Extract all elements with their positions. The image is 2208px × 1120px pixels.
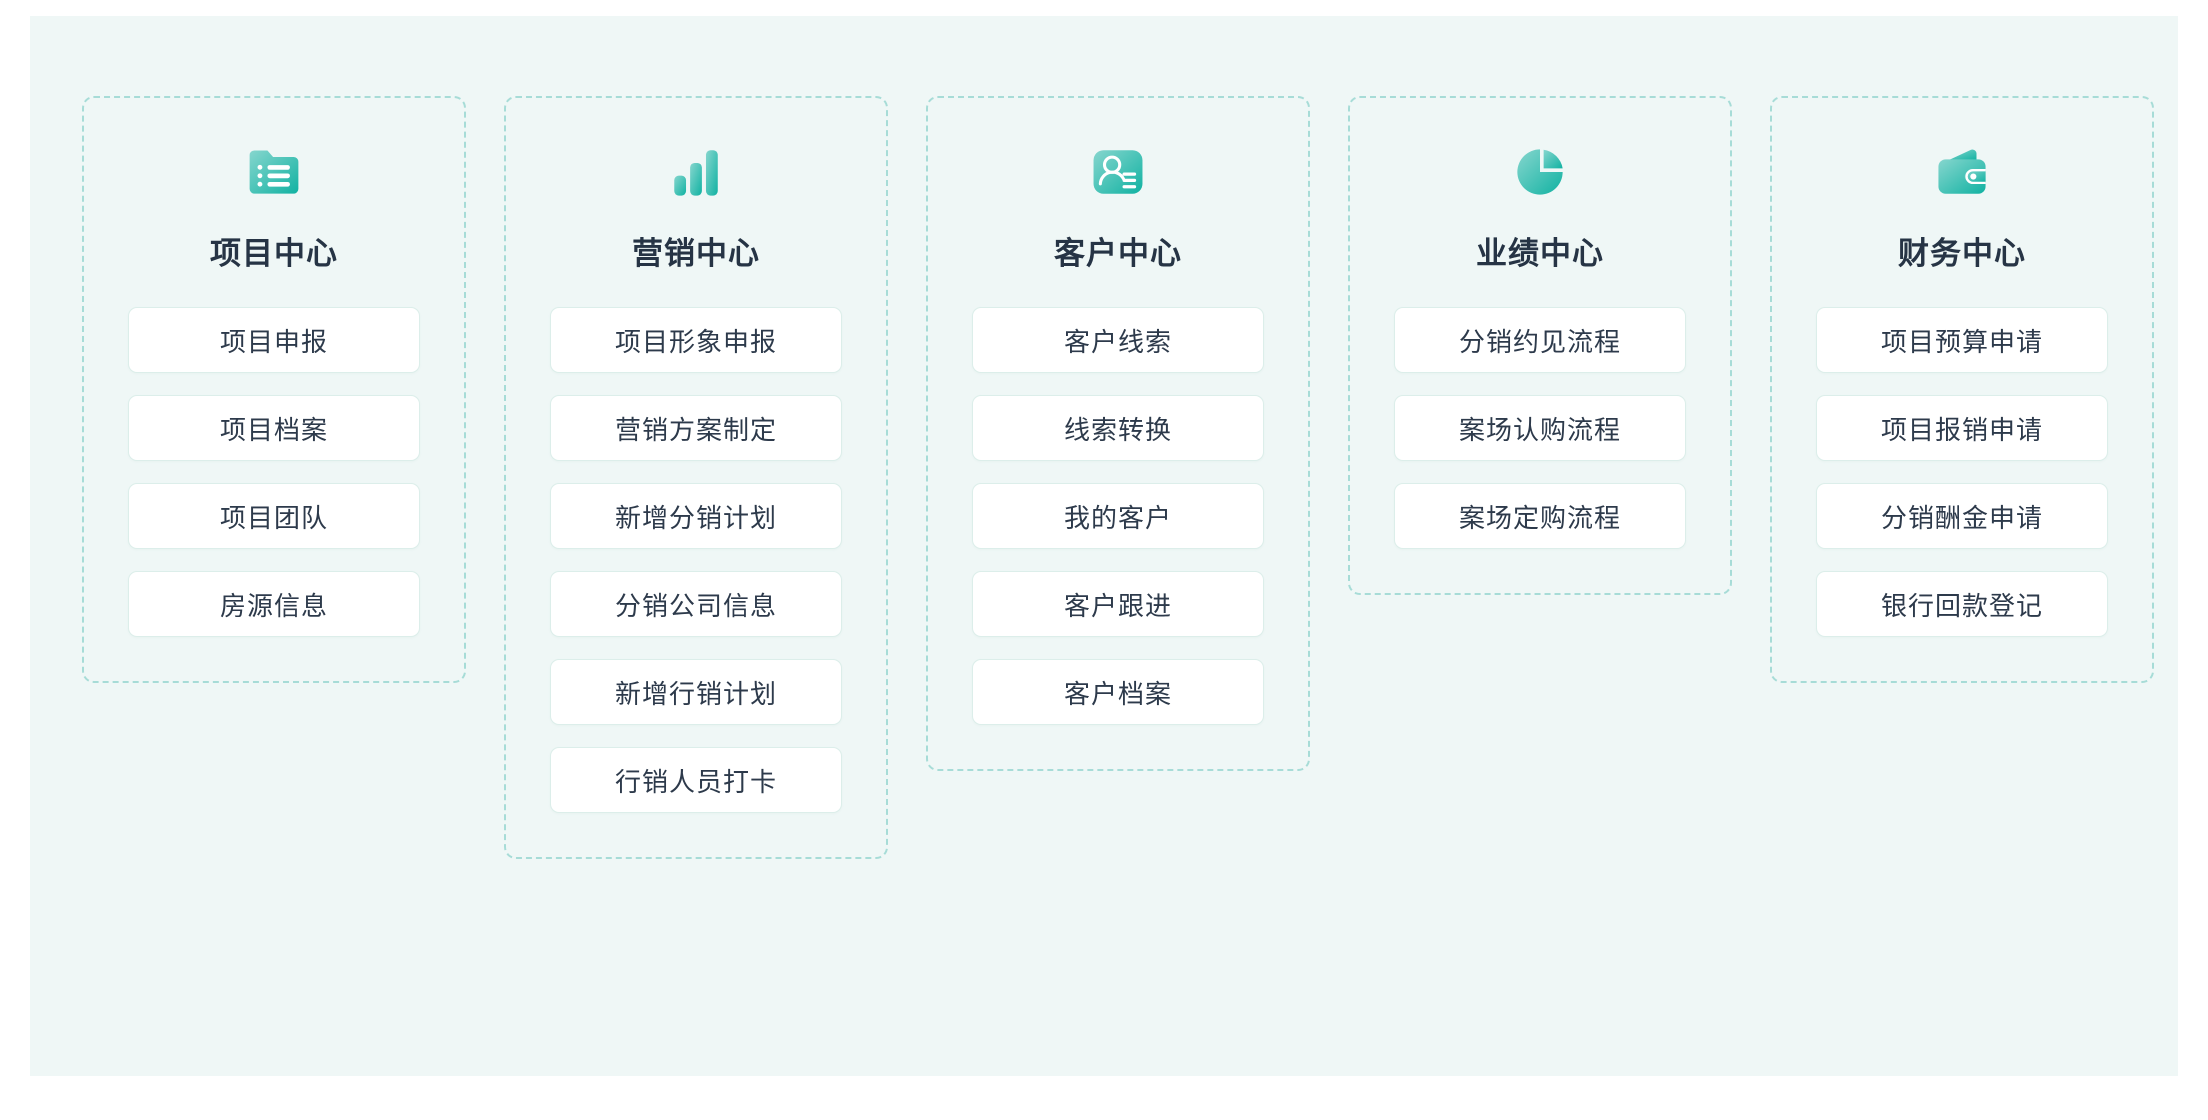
module-item-list: 项目形象申报营销方案制定新增分销计划分销公司信息新增行销计划行销人员打卡 <box>550 307 842 813</box>
module-item-card[interactable]: 项目形象申报 <box>550 307 842 373</box>
pie-chart-icon <box>1517 149 1563 195</box>
module-column-title: 财务中心 <box>1898 236 2026 271</box>
module-item-card[interactable]: 分销公司信息 <box>550 571 842 637</box>
module-item-card[interactable]: 客户档案 <box>972 659 1264 725</box>
module-item-card[interactable]: 银行回款登记 <box>1816 571 2108 637</box>
module-item-list: 客户线索线索转换我的客户客户跟进客户档案 <box>972 307 1264 725</box>
module-item-list: 项目预算申请项目报销申请分销酬金申请银行回款登记 <box>1816 307 2108 637</box>
module-column-4: 业绩中心分销约见流程案场认购流程案场定购流程 <box>1348 96 1732 595</box>
module-item-card[interactable]: 营销方案制定 <box>550 395 842 461</box>
module-item-card[interactable]: 线索转换 <box>972 395 1264 461</box>
wallet-icon <box>1938 149 1986 194</box>
module-column-2: 营销中心项目形象申报营销方案制定新增分销计划分销公司信息新增行销计划行销人员打卡 <box>504 96 888 859</box>
module-item-card[interactable]: 行销人员打卡 <box>550 747 842 813</box>
module-item-list: 项目申报项目档案项目团队房源信息 <box>128 307 420 637</box>
module-item-list: 分销约见流程案场认购流程案场定购流程 <box>1394 307 1686 549</box>
module-item-card[interactable]: 客户跟进 <box>972 571 1264 637</box>
module-item-card[interactable]: 房源信息 <box>128 571 420 637</box>
module-item-card[interactable]: 项目报销申请 <box>1816 395 2108 461</box>
module-column-title: 客户中心 <box>1054 236 1182 271</box>
module-item-card[interactable]: 我的客户 <box>972 483 1264 549</box>
module-column-1: 项目中心项目申报项目档案项目团队房源信息 <box>82 96 466 683</box>
module-item-card[interactable]: 新增行销计划 <box>550 659 842 725</box>
module-item-card[interactable]: 案场定购流程 <box>1394 483 1686 549</box>
bar-chart-icon <box>664 140 728 204</box>
module-column-title: 营销中心 <box>632 236 760 271</box>
module-item-card[interactable]: 项目预算申请 <box>1816 307 2108 373</box>
module-item-card[interactable]: 新增分销计划 <box>550 483 842 549</box>
module-map-panel: 项目中心项目申报项目档案项目团队房源信息 营销中心项目形象申报营销方案制定新增分… <box>30 16 2178 1076</box>
module-column-title: 项目中心 <box>210 236 338 271</box>
module-item-card[interactable]: 项目团队 <box>128 483 420 549</box>
module-item-card[interactable]: 客户线索 <box>972 307 1264 373</box>
project-folder-list-icon <box>249 150 299 194</box>
module-column-title: 业绩中心 <box>1476 236 1604 271</box>
bar-chart-icon <box>674 150 718 196</box>
project-folder-list-icon <box>242 140 306 204</box>
module-column-3: 客户中心客户线索线索转换我的客户客户跟进客户档案 <box>926 96 1310 771</box>
module-columns: 项目中心项目申报项目档案项目团队房源信息 营销中心项目形象申报营销方案制定新增分… <box>82 96 2154 859</box>
module-item-card[interactable]: 项目申报 <box>128 307 420 373</box>
module-item-card[interactable]: 分销约见流程 <box>1394 307 1686 373</box>
pie-chart-icon <box>1508 140 1572 204</box>
module-column-5: 财务中心项目预算申请项目报销申请分销酬金申请银行回款登记 <box>1770 96 2154 683</box>
module-item-card[interactable]: 项目档案 <box>128 395 420 461</box>
wallet-icon <box>1930 140 1994 204</box>
module-item-card[interactable]: 分销酬金申请 <box>1816 483 2108 549</box>
contact-card-icon <box>1086 140 1150 204</box>
module-item-card[interactable]: 案场认购流程 <box>1394 395 1686 461</box>
contact-card-icon <box>1093 150 1143 194</box>
